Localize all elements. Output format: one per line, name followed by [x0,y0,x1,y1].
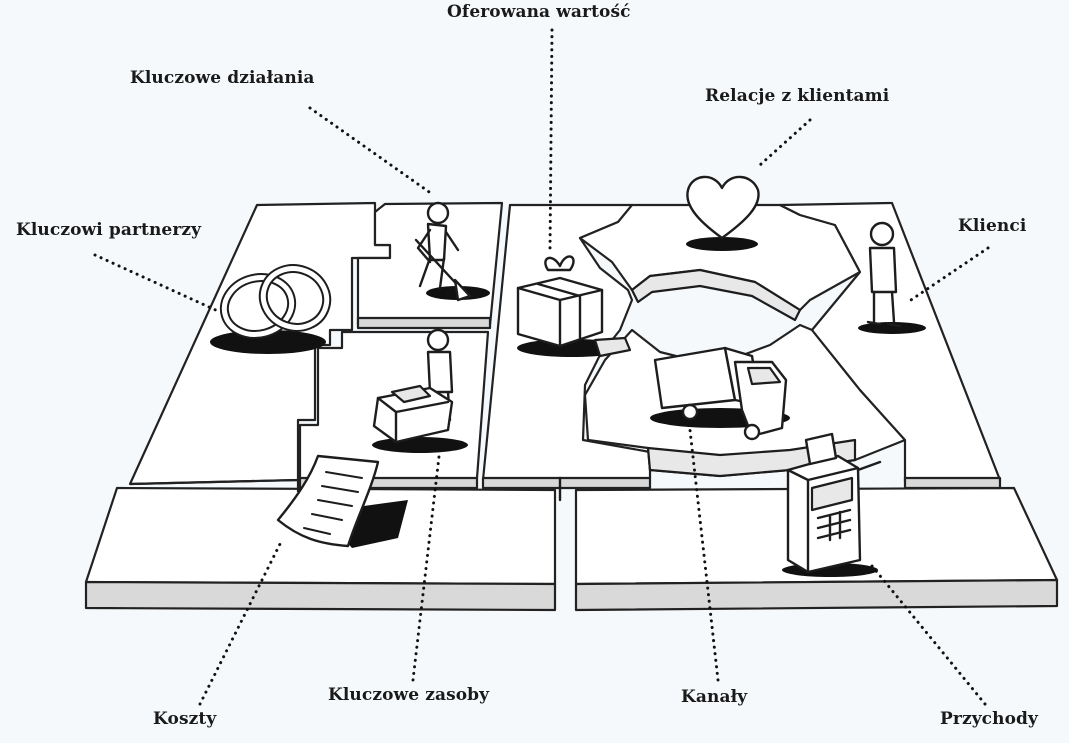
gift-icon [516,255,632,358]
label-key-resources: Kluczowe zasoby [328,685,490,705]
rings-icon [210,264,332,354]
heart-icon [686,175,760,251]
leader-key-activities [308,106,434,196]
leader-customer-relationships [758,118,812,167]
cash-register-icon [782,432,882,577]
label-key-partners: Kluczowi partnerzy [16,220,202,240]
leader-value-proposition [548,28,554,252]
resources-machine-icon [372,328,468,453]
label-cost-structure: Koszty [153,709,217,729]
label-key-activities: Kluczowe działania [130,68,315,88]
label-customer-relationships: Relacje z klientami [705,86,890,106]
truck-icon [650,346,790,441]
customer-segments-block [778,201,1002,490]
key-activities-block [356,201,504,330]
leader-channels [688,428,720,682]
leader-key-resources [411,446,442,682]
label-channels: Kanały [681,687,748,707]
worker-digging-icon [414,201,490,302]
label-customer-segments: Klienci [958,216,1027,236]
leader-customer-segments [906,246,990,304]
label-value-proposition: Oferowana wartość [447,2,631,22]
customer-person-icon [858,221,926,334]
leader-key-partners [93,253,222,314]
label-revenue-streams: Przychody [940,709,1038,729]
leader-cost-structure [198,538,284,706]
document-icon [276,454,408,548]
